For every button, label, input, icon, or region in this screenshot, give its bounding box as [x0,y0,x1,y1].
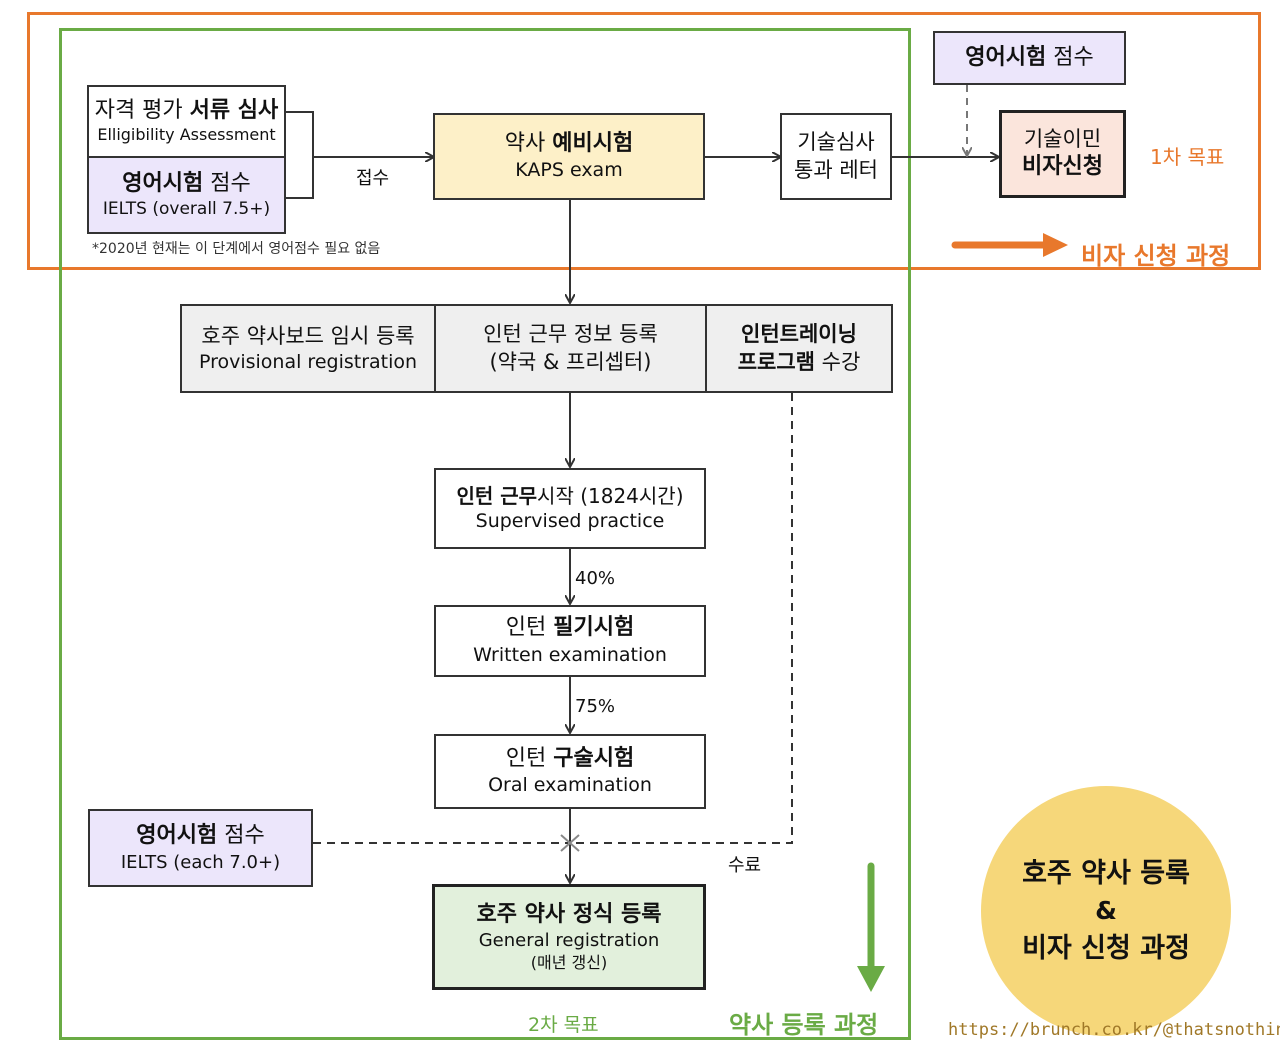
eligibility-ko: 자격 평가 [94,97,190,123]
written-ko: 인턴 [505,615,554,641]
visa-apply-line2: 비자신청 [1022,154,1103,180]
second-goal-label: 2차 목표 [528,1014,599,1036]
intern-info-line2: (약국 & 프리셉터) [489,349,652,374]
training-line2-rest: 수강 [814,349,861,374]
written-en: Written examination [473,643,667,666]
summary-circle: 호주 약사 등록 & 비자 신청 과정 [981,786,1231,1036]
english-test-1-bold: 영어시험 [122,170,204,196]
registration-process-frame [59,28,911,1040]
written-exam-box: 인턴 필기시험 Written examination [434,605,706,677]
eligibility-en: Elligibility Assessment [97,125,276,145]
provisional-ko: 호주 약사보드 임시 등록 [201,323,415,348]
english-test-2-rest: 점수 [217,823,265,848]
skill-assessment-letter-box: 기술심사 통과 레터 [780,113,892,200]
kaps-exam-box: 약사 예비시험 KAPS exam [433,113,705,200]
supervised-ko-rest: 시작 (1824시간) [537,484,684,509]
visa-process-label: 비자 신청 과정 [1081,242,1231,270]
kaps-ko-bold: 예비시험 [552,130,634,156]
summary-line2: & [1095,895,1117,925]
general-en: General registration [478,930,660,952]
english-test-visa-rest: 점수 [1046,44,1094,70]
english-test-2-bold: 영어시험 [136,823,218,848]
footnote: *2020년 현재는 이 단계에서 영어점수 필요 없음 [92,241,381,257]
oral-en: Oral examination [488,774,652,797]
kaps-en: KAPS exam [515,159,623,182]
supervised-en: Supervised practice [475,510,665,533]
kaps-ko: 약사 [504,130,553,156]
english-test-box-1: 영어시험 점수 IELTS (overall 7.5+) [87,156,286,234]
oral-ko: 인턴 [505,745,554,771]
eligibility-assessment-box: 자격 평가 서류 심사 Elligibility Assessment [87,85,286,158]
visa-application-box: 기술이민 비자신청 [999,110,1126,198]
progress-75-label: 75% [575,696,616,717]
english-test-1-rest: 점수 [203,170,251,196]
visa-process-frame [27,12,1261,270]
supervised-practice-box: 인턴 근무시작 (1824시간) Supervised practice [434,468,706,549]
oral-ko-bold: 구술시험 [553,745,635,771]
skill-letter-line2: 통과 레터 [794,157,878,182]
eligibility-ko-bold: 서류 심사 [189,97,279,123]
english-test-visa-box: 영어시험 점수 [933,31,1126,85]
english-test-2-en: IELTS (each 7.0+) [120,851,281,873]
completion-label: 수료 [728,855,762,876]
english-test-1-en: IELTS (overall 7.5+) [102,199,271,220]
provisional-en: Provisional registration [198,350,418,373]
english-test-box-2: 영어시험 점수 IELTS (each 7.0+) [88,809,313,887]
registration-process-label: 약사 등록 과정 [729,1011,879,1039]
visa-apply-line1: 기술이민 [1023,127,1102,152]
first-goal-label: 1차 목표 [1150,145,1225,169]
intern-training-box: 인턴트레이닝 프로그램 수강 [705,304,893,393]
supervised-ko-bold: 인턴 근무 [456,484,538,509]
written-ko-bold: 필기시험 [553,615,635,641]
oral-exam-box: 인턴 구술시험 Oral examination [434,734,706,809]
intern-info-box: 인턴 근무 정보 등록 (약국 & 프리셉터) [434,304,707,393]
credit-url: https://brunch.co.kr/@thatsnothing [948,1020,1280,1040]
progress-40-label: 40% [575,568,616,589]
general-note: (매년 갱신) [530,952,608,972]
provisional-registration-box: 호주 약사보드 임시 등록 Provisional registration [180,304,436,393]
summary-line1: 호주 약사 등록 [1022,857,1190,889]
summary-line3: 비자 신청 과정 [1022,933,1190,965]
general-registration-box: 호주 약사 정식 등록 General registration (매년 갱신) [432,884,706,990]
general-ko: 호주 약사 정식 등록 [476,901,662,927]
intern-info-line1: 인턴 근무 정보 등록 [483,322,658,347]
skill-letter-line1: 기술심사 [797,130,875,155]
submit-label: 접수 [356,168,390,189]
training-line1: 인턴트레이닝 [741,322,857,347]
english-test-visa-bold: 영어시험 [965,44,1047,70]
training-line2-bold: 프로그램 [737,349,815,374]
